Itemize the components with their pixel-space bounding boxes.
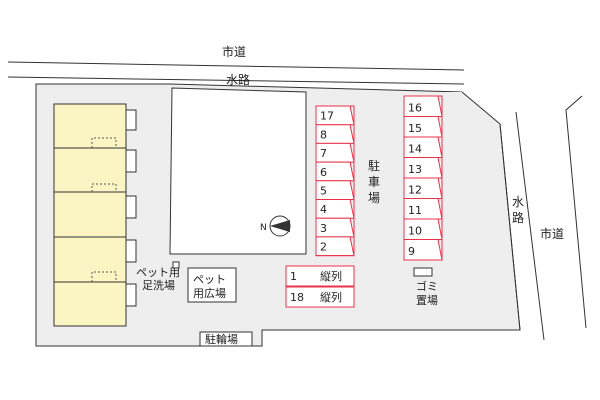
- garbage-label: ゴミ 置場: [416, 279, 442, 307]
- garbage-line2: 置場: [416, 294, 438, 307]
- parking-slot-number: 8: [320, 128, 327, 141]
- parallel-parking-type: 縦列: [320, 290, 342, 304]
- building: [53, 103, 127, 327]
- pet-footwash-marker: [172, 261, 180, 269]
- pet-area-label: ペット 用広場: [193, 273, 230, 300]
- parking-slot-number: 14: [408, 143, 422, 156]
- parking-label-char: 場: [368, 191, 380, 205]
- waterway-right-char: 水: [512, 195, 524, 209]
- parking-column-frame: [315, 105, 355, 257]
- parking-bottom-rows: 1 縦列 18 縦列: [285, 265, 355, 308]
- city-road-top-line: [7, 61, 465, 71]
- bicycle-parking-label: 駐輪場: [205, 332, 238, 346]
- compass-rose: N: [260, 215, 291, 237]
- parking-slot-number: 4: [320, 203, 327, 216]
- parking-slot: 9: [403, 239, 443, 261]
- parallel-parking-box: [285, 286, 355, 308]
- bicycle-parking: [199, 331, 253, 347]
- pet-footwash-line2: 足洗場: [142, 279, 175, 292]
- parking-left-column: 17 8 7 6 5 4 3 2: [315, 105, 355, 257]
- parking-slot-number: 13: [408, 163, 422, 176]
- building-balconies: [125, 109, 137, 307]
- parking-slot: 10: [403, 218, 443, 240]
- parking-label-char: 駐: [368, 158, 380, 173]
- parking-slot-number: 9: [408, 245, 415, 258]
- parking-slot-number: 3: [320, 222, 327, 235]
- garbage-line1: ゴミ: [416, 279, 438, 293]
- parking-slot: 14: [403, 136, 443, 158]
- parking-slot: 7: [315, 142, 355, 163]
- parking-slot: 11: [403, 198, 443, 220]
- pet-area: [187, 267, 237, 303]
- waterway-right-char: 路: [512, 210, 524, 225]
- parking-slot-number: 5: [320, 185, 327, 198]
- parallel-parking-type: 縦列: [320, 269, 342, 283]
- parking-slot-number: 6: [320, 166, 327, 179]
- central-lot: [169, 87, 307, 255]
- parking-slot-number: 7: [320, 147, 327, 160]
- parking-slot-number: 16: [408, 102, 422, 115]
- parking-slot: 4: [315, 199, 355, 219]
- parallel-parking-slot: 18 縦列: [285, 286, 355, 308]
- parking-slot: 17: [315, 105, 355, 126]
- building-stairs: [91, 137, 117, 282]
- parking-slot-number: 11: [408, 204, 422, 217]
- parking-slot: 12: [403, 177, 443, 199]
- city-road-right-label: 市道: [540, 226, 564, 241]
- city-road-right-line: [565, 95, 587, 329]
- parking-right-column: 16 15 14 13 12 11 10 9: [403, 95, 443, 261]
- parking-slot: 3: [315, 217, 355, 238]
- pet-area-line2: 用広場: [193, 287, 226, 300]
- parking-slot-number: 17: [320, 110, 334, 123]
- parking-slot-number: 15: [408, 122, 422, 135]
- waterway-right-label: 水 路: [512, 195, 528, 225]
- pet-footwash-label: ペット用 足洗場: [136, 266, 184, 292]
- parking-label-char: 車: [368, 175, 380, 189]
- building-units: [54, 147, 126, 283]
- parking-slot: 6: [315, 161, 355, 182]
- parking-slot-number: 2: [320, 241, 327, 254]
- waterway-top-line-upper: [7, 76, 465, 85]
- pet-footwash-line1: ペット用: [136, 266, 180, 279]
- parking-column-frame: [403, 95, 443, 261]
- compass-label: N: [260, 223, 267, 233]
- parking-slot: 8: [315, 124, 355, 144]
- waterway-right-line-left: [499, 123, 521, 331]
- parking-slot: 5: [315, 180, 355, 200]
- parking-slot: 15: [403, 116, 443, 138]
- parallel-parking-box: [285, 265, 355, 287]
- parallel-parking-number: 18: [290, 291, 304, 304]
- waterway-top-label: 水路: [226, 72, 250, 87]
- parking-slot: 13: [403, 157, 443, 179]
- parking-slot: 2: [315, 236, 355, 257]
- pet-area-line1: ペット: [193, 273, 226, 286]
- parallel-parking-number: 1: [290, 270, 297, 283]
- parallel-parking-slot: 1 縦列: [285, 265, 355, 287]
- parking-slot: 16: [403, 95, 443, 117]
- parking-label: 駐 車 場: [368, 158, 384, 205]
- waterway-right-line-right: [515, 111, 545, 341]
- garbage-marker: [413, 267, 433, 277]
- parking-slot-number: 10: [408, 225, 422, 238]
- parking-slot-number: 12: [408, 184, 422, 197]
- city-road-top-label: 市道: [222, 44, 246, 59]
- compass-arrow-icon: [270, 220, 290, 232]
